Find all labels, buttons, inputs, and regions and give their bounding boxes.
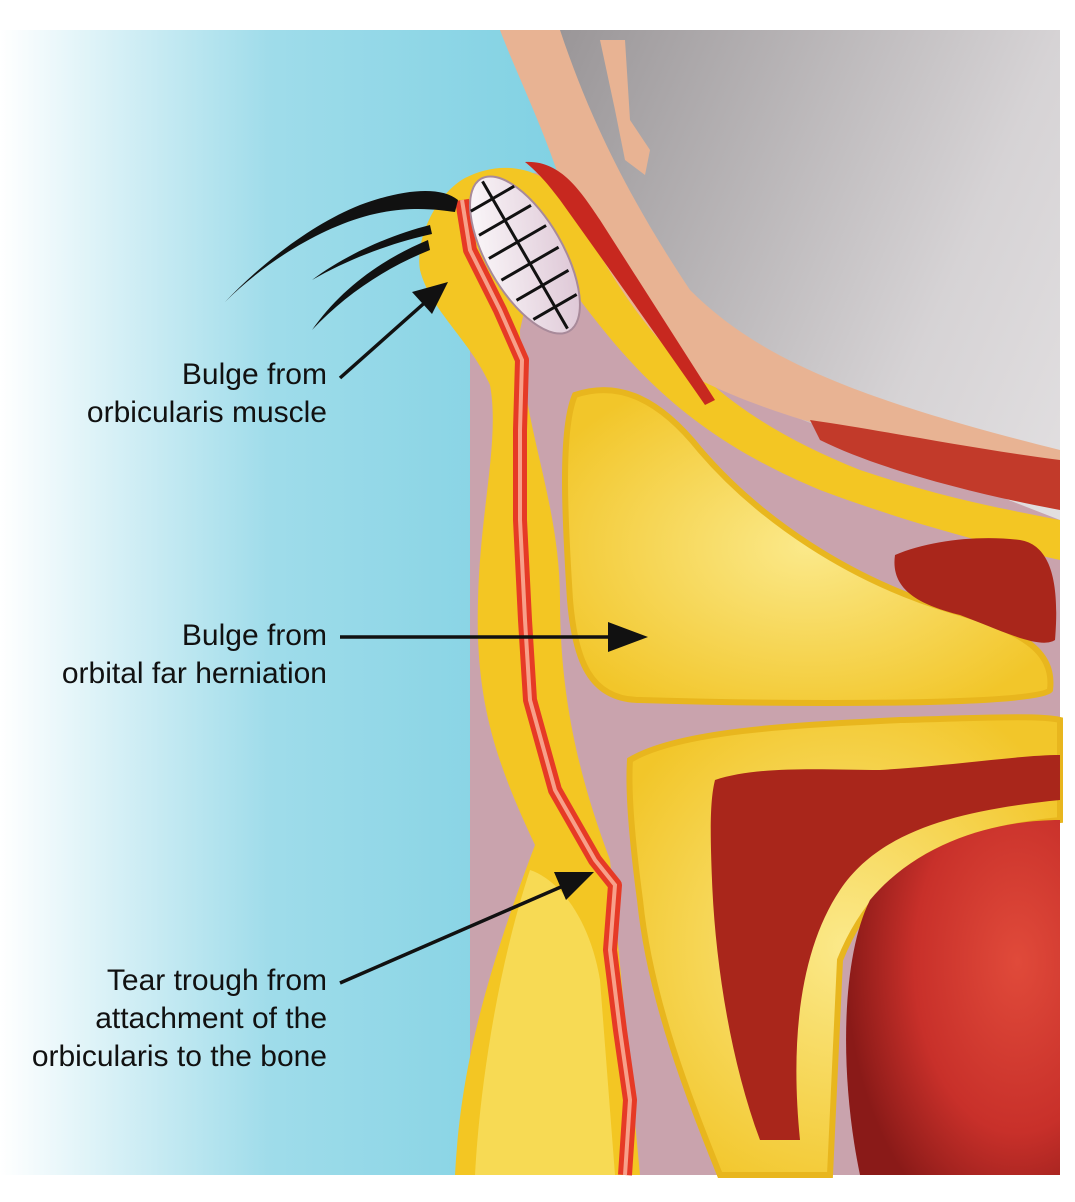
brow-branch [600, 40, 650, 175]
label-fat-herniation: Bulge from orbital far herniation [62, 617, 327, 693]
label-line: orbital far herniation [61, 657, 327, 690]
label-line: Bulge from [181, 619, 327, 652]
arrow-fat-herniation [340, 622, 648, 652]
bone-marrow [710, 755, 1060, 1140]
eyeball [846, 820, 1060, 1175]
label-line: attachment of the [95, 1002, 327, 1035]
label-line: Tear trough from [106, 964, 327, 997]
levator-muscle [810, 420, 1060, 510]
label-line: Bulge from [181, 358, 327, 391]
cheek-fat [475, 870, 615, 1175]
upper-orbital-fat-pad [562, 387, 1054, 706]
fat-lobule [894, 538, 1057, 643]
tarsal-plate [469, 175, 581, 335]
arrow-tear-trough [339, 872, 594, 985]
label-line: orbicularis muscle [86, 396, 327, 429]
eyelashes [225, 190, 458, 330]
upper-muscle-band [525, 161, 715, 405]
label-line: orbicularis to the bone [31, 1040, 327, 1073]
orbicularis-muscle-highlight [460, 199, 633, 1176]
arrow-orbicularis-bulge [338, 282, 448, 380]
label-tear-trough: Tear trough from attachment of the orbic… [32, 962, 327, 1076]
label-orbicularis-bulge: Bulge from orbicularis muscle [87, 356, 327, 432]
